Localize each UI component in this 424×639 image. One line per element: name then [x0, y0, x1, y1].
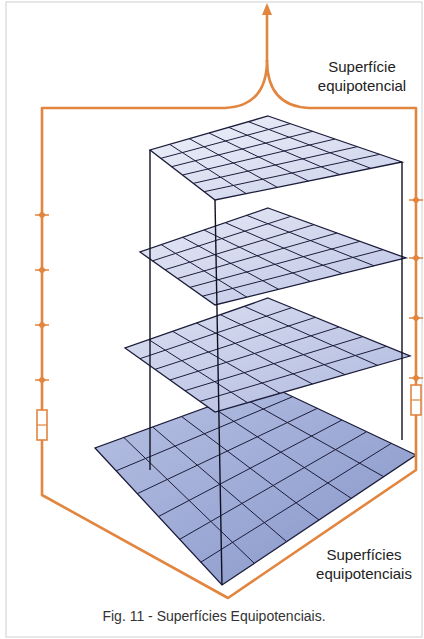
plane-surface — [150, 116, 402, 200]
frame-border — [6, 2, 422, 637]
air-terminal-tip — [262, 3, 272, 15]
surface-label: Superfície equipotencial — [306, 58, 418, 96]
figure-caption: Fig. 11 - Superfícies Equipotenciais. — [102, 608, 325, 626]
grid-line — [204, 154, 379, 191]
fixing-clamp — [412, 196, 420, 204]
grid-plane — [125, 298, 410, 412]
building-edge — [215, 200, 222, 585]
test-joint-split — [37, 424, 47, 425]
fixing-clamp — [38, 266, 46, 274]
fixing-clamp — [38, 211, 46, 219]
test-joint — [411, 385, 421, 415]
building-edge — [149, 150, 150, 470]
down-conductor — [42, 60, 416, 598]
lightning-conductor — [35, 3, 423, 598]
grid-line — [183, 237, 279, 289]
grid-line — [197, 323, 313, 384]
equipotential-planes — [95, 116, 416, 585]
test-joint — [37, 410, 47, 440]
fixing-clamp — [412, 314, 420, 322]
air-terminal — [266, 12, 269, 62]
grid-line — [182, 417, 320, 521]
grid-line — [189, 139, 277, 188]
surface-label: Superfícies equipotenciais — [308, 546, 420, 584]
grid-line — [185, 337, 363, 391]
fixing-clamp — [38, 321, 46, 329]
grid-line — [200, 346, 386, 401]
grid-line — [124, 438, 255, 564]
building-edge — [401, 162, 402, 440]
grid-line — [204, 230, 311, 282]
grid-line — [170, 144, 247, 193]
plane-surface — [140, 208, 406, 305]
grid-line — [173, 331, 280, 393]
grid-line — [161, 245, 247, 297]
fixing-clamp — [412, 374, 420, 382]
grid-line — [209, 133, 309, 181]
test-joint-split — [411, 399, 421, 400]
fixing-clamp — [412, 254, 420, 262]
fixing-clamp — [38, 376, 46, 384]
grid-line — [193, 147, 357, 184]
grid-line — [203, 250, 384, 296]
grid-line — [149, 340, 248, 403]
grid-line — [201, 443, 392, 562]
grid-plane — [150, 116, 402, 200]
plane-surface — [125, 298, 410, 412]
grid-plane — [140, 208, 406, 305]
